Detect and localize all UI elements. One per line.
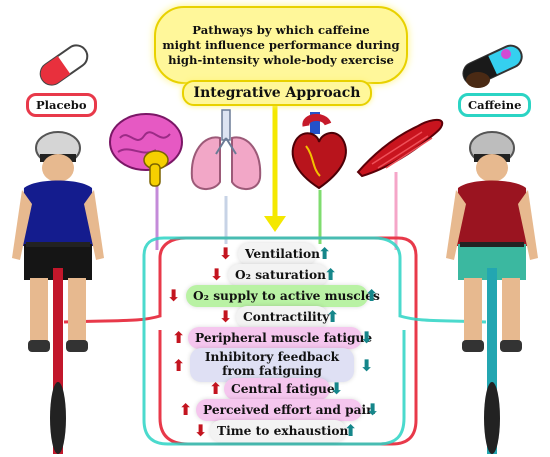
placebo-cyclist-icon <box>12 131 104 454</box>
lungs-icon <box>190 109 262 190</box>
muscle-icon <box>356 118 444 178</box>
placebo-arrow-ventilation: ⬇ <box>219 244 233 263</box>
outcome-ventilation: Ventilation <box>238 243 320 265</box>
caffeine-arrow-central-fatigue: ⬇ <box>330 379 344 398</box>
title-line-3: high-intensity whole-body exercise <box>168 52 394 67</box>
outcome-central-fatigue: Central fatigue <box>224 378 335 400</box>
title-bubble: Pathways by which caffeine might influen… <box>154 6 408 84</box>
caffeine-badge: Caffeine <box>458 93 532 117</box>
caffeine-arrow-contractility: ⬆ <box>326 307 340 326</box>
placebo-arrow-time-to-exhaustion: ⬇ <box>194 421 208 440</box>
outcome-contractility: Contractility <box>236 306 329 328</box>
outcome-o2-saturation: O₂ saturation <box>228 264 328 286</box>
outcome-inhibitory-feedback: Inhibitory feedback from fatiguing muscl… <box>190 348 354 392</box>
caffeine-arrow-ventilation: ⬆ <box>318 244 332 263</box>
placebo-arrow-contractility: ⬇ <box>219 307 233 326</box>
placebo-arrow-inhibitory-feedback: ⬆ <box>172 356 186 375</box>
caffeine-arrow-inhibitory-feedback: ⬇ <box>360 356 374 375</box>
placebo-arrow-peripheral-fatigue: ⬆ <box>172 328 186 347</box>
caffeine-pill-icon <box>462 44 523 88</box>
placebo-arrow-perceived-effort: ⬆ <box>179 400 193 419</box>
placebo-arrow-o2-supply: ⬇ <box>167 286 181 305</box>
outcome-perceived-effort: Perceived effort and pain <box>196 399 375 421</box>
title-line-2: might influence performance during <box>162 37 400 52</box>
outcome-o2-supply: O₂ supply to active muscles <box>186 285 380 307</box>
caffeine-arrow-time-to-exhaustion: ⬆ <box>344 421 358 440</box>
outcome-peripheral-fatigue: Peripheral muscle fatigue <box>188 327 372 349</box>
placebo-pill-icon <box>39 44 89 86</box>
heart-icon <box>291 112 347 190</box>
outcome-time-to-exhaustion: Time to exhaustion <box>210 420 348 442</box>
caffeine-cyclist-icon <box>446 131 538 454</box>
integrative-approach-label: Integrative Approach <box>182 80 372 106</box>
placebo-arrow-o2-saturation: ⬇ <box>210 265 224 284</box>
caffeine-arrow-peripheral-fatigue: ⬇ <box>360 328 374 347</box>
placebo-arrow-central-fatigue: ⬆ <box>209 379 223 398</box>
caffeine-arrow-o2-saturation: ⬆ <box>324 265 338 284</box>
caffeine-arrow-o2-supply: ⬆ <box>365 286 379 305</box>
caffeine-arrow-perceived-effort: ⬇ <box>366 400 380 419</box>
brain-icon <box>109 113 183 187</box>
placebo-badge: Placebo <box>26 93 97 117</box>
title-line-1: Pathways by which caffeine <box>192 22 370 37</box>
